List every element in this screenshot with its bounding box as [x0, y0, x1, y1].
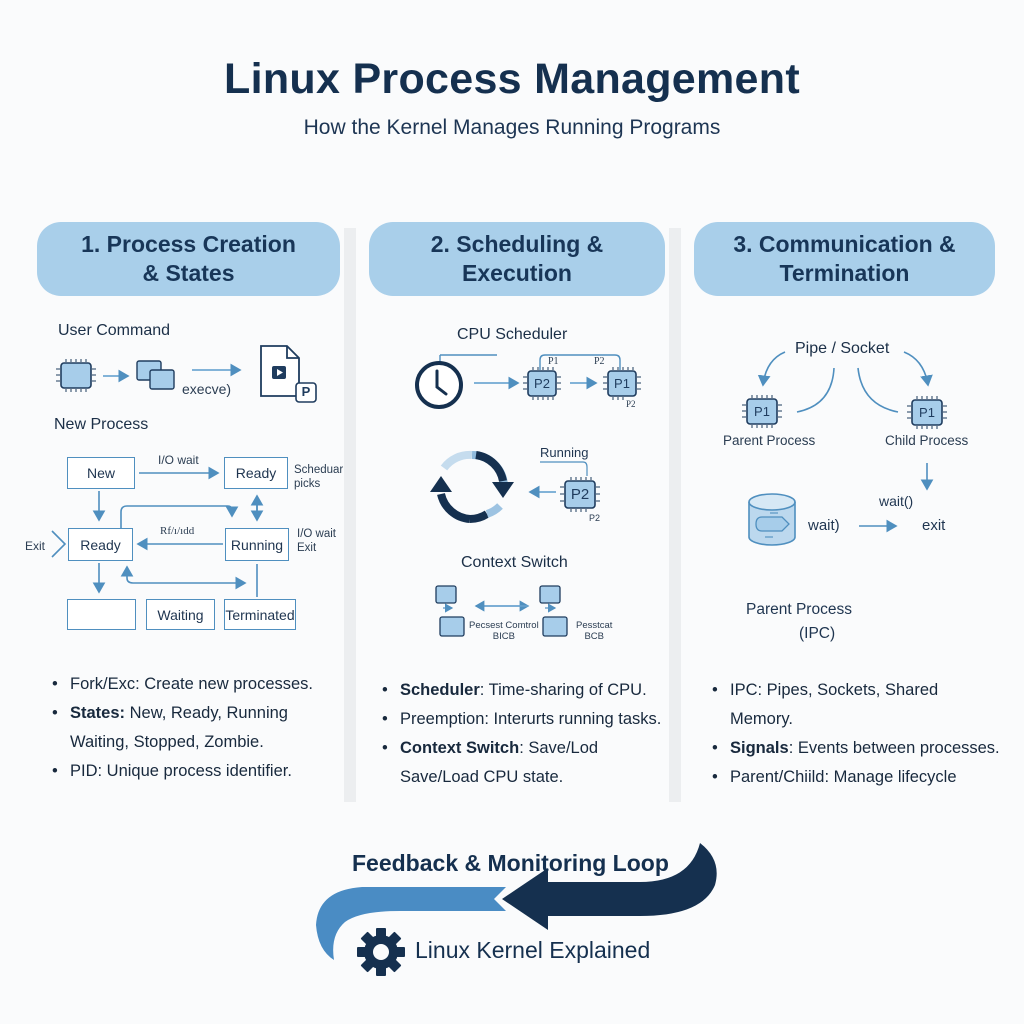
pipe-socket-label: Pipe / Socket: [795, 340, 890, 357]
parent-chip-label: P1: [754, 404, 770, 419]
communication-bullet-list: IPC: Pipes, Sockets, Shared Memory. Sign…: [708, 676, 1024, 792]
cpu-chip-p1-icon: [603, 367, 641, 400]
execve-label: execve): [182, 381, 232, 397]
state-waiting: Waiting: [146, 599, 215, 630]
shared-memory-cylinder-icon: [748, 493, 796, 546]
chip-running-sub-label: P2: [589, 513, 601, 523]
refresh-cycle-icon: [430, 450, 514, 523]
process-windows-icon: [136, 360, 175, 390]
bullet-continuation: Save/Load CPU state.: [400, 768, 564, 786]
bullet-item: States: New, Ready, Running: [48, 699, 348, 728]
loop-arrow-light: [316, 887, 506, 960]
page-subtitle: How the Kernel Manages Running Programs: [303, 116, 721, 139]
bullet-item: Preemption: Interurts running tasks.: [378, 705, 678, 734]
executable-file-icon: [260, 345, 317, 403]
edge-label-io-wait: I/O wait: [158, 453, 199, 467]
context-switch-label: Context Switch: [461, 554, 568, 571]
brand-label: Linux Kernel Explained: [415, 937, 651, 963]
edge-label-garbled: Rf/ı/ıdd: [160, 525, 195, 537]
parent-process-label: Parent Process: [723, 433, 816, 448]
bullet-item: Fork/Exc: Create new processes.: [48, 670, 348, 699]
state-terminated: Terminated: [224, 599, 296, 630]
chip-sub-label: P2: [626, 399, 636, 409]
bullet-continuation: Waiting, Stopped, Zombie.: [70, 733, 264, 751]
column-header-scheduling: 2. Scheduling & Execution: [369, 222, 665, 296]
bullet-item: IPC: Pipes, Sockets, Shared: [708, 676, 1024, 705]
gear-icon: [357, 928, 405, 976]
wait-label: wait): [808, 517, 840, 534]
cpu-chip-parent-icon: [742, 395, 782, 428]
bullet-item: Scheduler: Time-sharing of CPU.: [378, 676, 678, 705]
column-header-communication: 3. Communication & Termination: [694, 222, 995, 296]
child-chip-label: P1: [919, 405, 935, 420]
context-switch-diagram: [435, 585, 568, 637]
bracket-label-right: P2: [594, 356, 605, 367]
ipc-label: (IPC): [799, 625, 836, 642]
child-process-label: Child Process: [885, 433, 969, 448]
clock-icon: [415, 354, 497, 409]
chip-label-running: P2: [570, 486, 590, 503]
cpu-chip-running-icon: [560, 477, 600, 512]
edge-label-scheduler-picks: Scheduar picks: [294, 464, 344, 490]
loop-arrow-dark: [502, 843, 717, 930]
column-divider: [669, 228, 681, 802]
running-label: Running: [540, 445, 589, 460]
new-process-label: New Process: [54, 416, 149, 433]
column-divider: [344, 228, 356, 802]
cpu-chip-icon: [56, 359, 96, 392]
edge-label-exit-right: Exit: [297, 542, 317, 554]
cpu-scheduler-label: CPU Scheduler: [457, 326, 568, 343]
state-ready-top: Ready: [224, 457, 288, 489]
edge-label-exit-left: Exit: [25, 539, 46, 553]
bullet-item: Signals: Events between processes.: [708, 734, 1024, 763]
pcb-left-label: Pecsest Comtrol BICB: [469, 620, 539, 642]
bullet-item: PID: Unique process identifier.: [48, 757, 348, 786]
state-blank: [67, 599, 136, 630]
wait-call-label: wait(): [879, 493, 914, 509]
file-badge-letter: P: [301, 384, 311, 399]
creation-bullet-list: Fork/Exc: Create new processes. States: …: [48, 670, 348, 786]
column-header-creation: 1. Process Creation & States: [37, 222, 340, 296]
exit-label: exit: [922, 517, 946, 534]
page-title: Linux Process Management: [224, 55, 800, 103]
chip-label-p1: P1: [614, 376, 630, 391]
bullet-item: Context Switch: Save/Lod: [378, 734, 678, 763]
state-running: Running: [225, 528, 289, 561]
bracket-label-left: P1: [548, 356, 559, 367]
edge-label-io-wait-right: I/O wait: [297, 528, 336, 540]
parent-process-ipc-label: Parent Process: [746, 601, 852, 618]
bullet-continuation: Memory.: [730, 710, 793, 728]
state-ready: Ready: [68, 528, 133, 561]
cpu-chip-p2-icon: [523, 367, 561, 400]
bullet-item: Parent/Chiild: Manage lifecycle: [708, 763, 1024, 792]
chip-label-p2: P2: [534, 376, 550, 391]
feedback-loop-label: Feedback & Monitoring Loop: [352, 850, 669, 876]
pcb-right-label: Pesstcat BCB: [576, 620, 613, 642]
cpu-chip-child-icon: [907, 396, 947, 429]
user-command-label: User Command: [58, 322, 171, 339]
state-new: New: [67, 457, 135, 489]
scheduling-bullet-list: Scheduler: Time-sharing of CPU. Preempti…: [378, 676, 678, 792]
